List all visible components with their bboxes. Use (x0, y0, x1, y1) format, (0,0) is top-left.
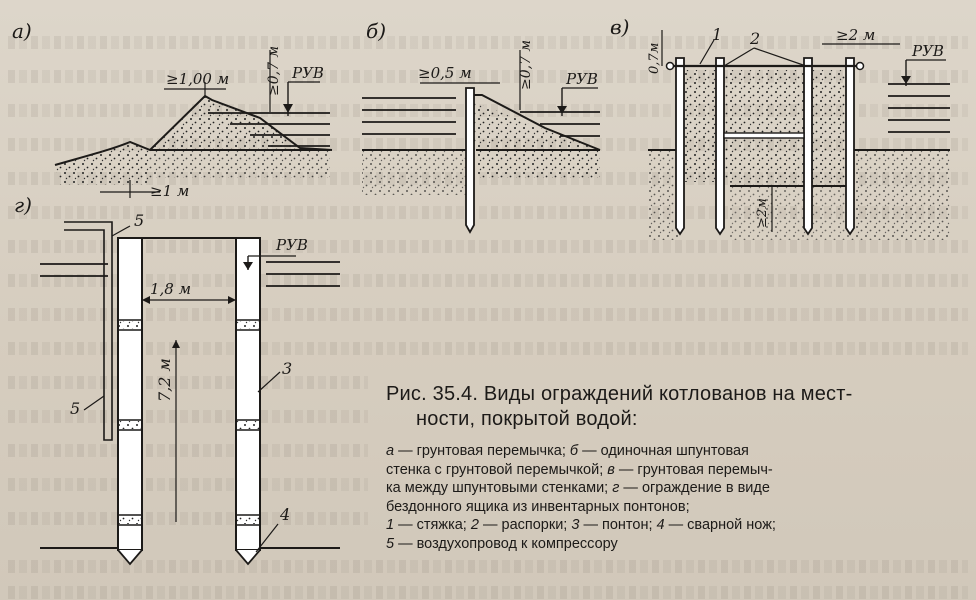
panel-b-letter: б) (366, 19, 386, 43)
panel-b-sheet-pile-wall: б) ≥0,5 м ≥0,7 м РУВ (362, 19, 601, 234)
v-embed-dim: ≥2м (755, 198, 770, 228)
panel-a-earth-dam: а) ≥1,00 м ≥0,7 м РУ (12, 19, 333, 200)
legend-text-b: — одиночная шпунтовая (578, 443, 749, 459)
panel-v-double-wall: в) (610, 15, 950, 240)
legend-num-4: 4 (656, 517, 665, 533)
a-freeboard-dim: ≥0,7 м (266, 46, 282, 96)
legend-text-g: — ограждение в виде (619, 480, 770, 496)
v-num-2: 2 (749, 29, 760, 48)
legend-num-1: 1 (386, 517, 395, 533)
g-width-dim: 1,8 м (150, 280, 191, 298)
panel-v-letter: в) (610, 15, 629, 39)
legend-letter-b: б (569, 443, 579, 459)
legend-line-2: стенка с грунтовой перемычкой; в — грунт… (386, 461, 958, 480)
caption-title-line1: Рис. 35.4. Виды ограждений котлованов на… (386, 383, 853, 405)
panel-g-letter: г) (14, 193, 32, 217)
v-num-1: 1 (712, 25, 722, 44)
legend-line-4: бездонного ящика из инвентарных понтонов… (386, 498, 958, 517)
legend-letter-g: г (612, 480, 620, 496)
g-ruv-label: РУВ (275, 236, 308, 254)
legend-num-3: 3 (571, 517, 580, 533)
caption-legend: а — грунтовая перемычка; б — одиночная ш… (386, 442, 958, 553)
legend-letter-v: в (607, 461, 615, 478)
g-num-5-side: 5 (70, 399, 80, 418)
a-toe-dim: ≥1 м (150, 182, 189, 200)
caption-title-line2: ности, покрытой водой: (416, 408, 638, 430)
legend-text-a: — грунтовая перемычка; (394, 443, 570, 459)
legend-letter-a: а (386, 443, 395, 459)
v-width-dim: ≥2 м (836, 26, 875, 44)
b-crest-dim: ≥0,5 м (418, 64, 472, 82)
legend-line-6: 5 — воздухопровод к компрессору (386, 535, 958, 554)
b-ruv-label: РУВ (565, 70, 598, 88)
panel-a-letter: а) (12, 19, 32, 43)
g-num-4: 4 (279, 505, 290, 524)
legend-line-1: а — грунтовая перемычка; б — одиночная ш… (386, 442, 958, 461)
legend-num-2: 2 (470, 517, 479, 533)
legend-text-4: — сварной нож; (664, 517, 776, 533)
g-height-dim: 7,2 м (155, 358, 174, 402)
legend-text-3: — понтон; (579, 517, 657, 533)
legend-text-1: — стяжка; (394, 517, 471, 533)
v-freeboard-dim: 0,7м (647, 43, 662, 74)
legend-line-5: 1 — стяжка; 2 — распорки; 3 — понтон; 4 … (386, 516, 958, 535)
legend-text-5: — воздухопровод к компрессору (394, 535, 618, 552)
legend-text-v2: ка между шпунтовыми стенками; (386, 480, 613, 496)
legend-text-v: — грунтовая перемыч- (614, 461, 773, 478)
g-num-5-top: 5 (134, 211, 144, 230)
legend-text-b2: стенка с грунтовой перемычкой; (386, 461, 608, 478)
legend-line-3: ка между шпунтовыми стенками; г — огражд… (386, 479, 958, 498)
a-crest-dim: ≥1,00 м (166, 70, 229, 88)
a-ruv-label: РУВ (291, 64, 324, 82)
legend-text-2: — распорки; (478, 517, 572, 533)
caption-title: Рис. 35.4. Виды ограждений котлованов на… (386, 382, 958, 432)
legend-text-g2: бездонного ящика из инвентарных понтонов… (386, 498, 690, 515)
legend-num-5: 5 (386, 535, 395, 552)
v-ruv-label: РУВ (911, 42, 944, 60)
b-freeboard-dim: ≥0,7 м (518, 40, 534, 90)
panel-g-pontoon-box: г) (14, 193, 340, 566)
g-num-3: 3 (282, 359, 292, 378)
figure-caption: Рис. 35.4. Виды ограждений котлованов на… (386, 382, 958, 553)
